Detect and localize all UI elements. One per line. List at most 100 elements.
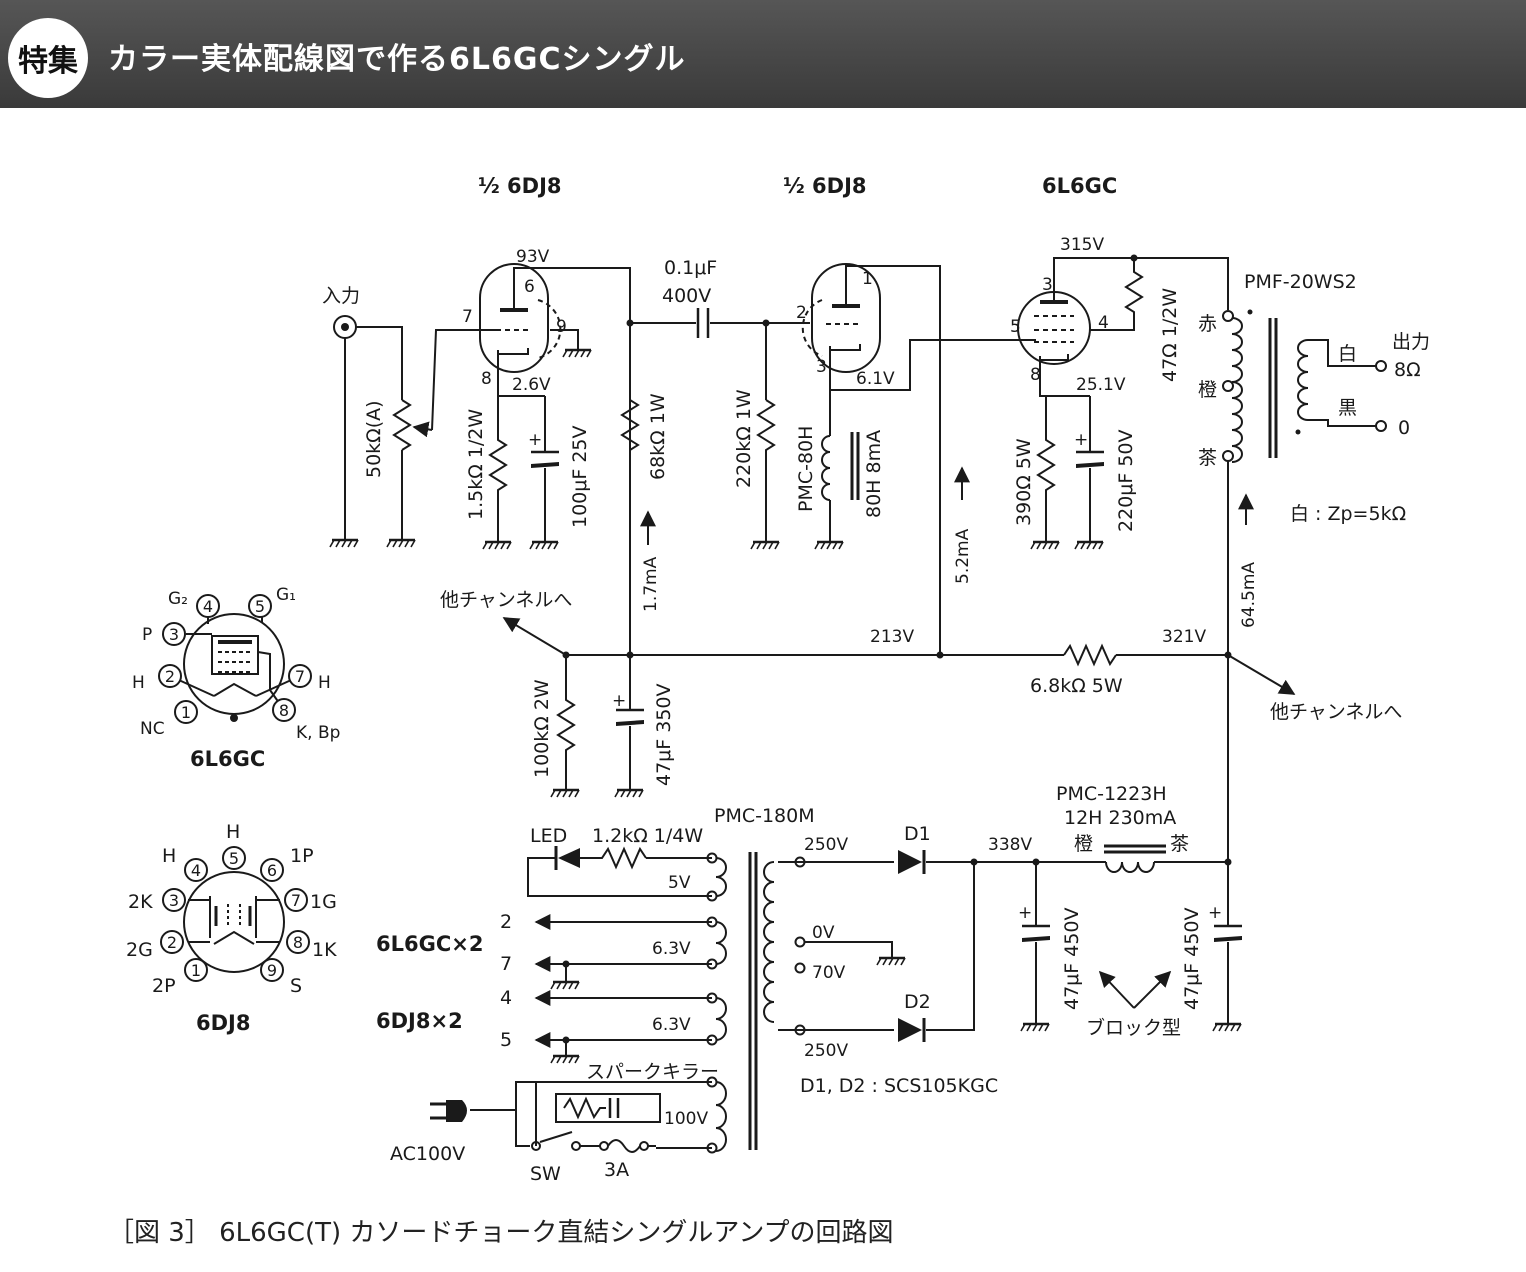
tube2-name: ½ 6DJ8	[783, 174, 867, 198]
other-channel-left: 他チャンネルへ	[440, 589, 572, 611]
header-title: カラー実体配線図で作る6L6GCシングル	[108, 42, 686, 77]
t3-pin5: 5	[1010, 317, 1021, 337]
r-k3-label: 390Ω 5W	[1013, 438, 1035, 526]
pin-circle	[160, 930, 184, 954]
pin-number: 7	[291, 891, 301, 910]
c-f2-plus: +	[1208, 903, 1222, 923]
v1-plate-voltage: 93V	[516, 247, 550, 267]
heater2-voltage: 6.3V	[652, 1015, 691, 1035]
v2-cathode-voltage: 6.1V	[856, 369, 895, 389]
pin-circle	[260, 858, 284, 882]
choke1-symbol	[821, 390, 860, 542]
primary-100v: 100V	[664, 1109, 708, 1129]
t3-pin3: 3	[1042, 275, 1053, 295]
v1-cathode-voltage: 2.6V	[512, 375, 551, 395]
6dj8-name-h-left: H	[162, 845, 176, 867]
current2-label: 5.2mA	[953, 528, 973, 584]
pin-circle	[288, 664, 312, 688]
pin-circle	[174, 700, 198, 724]
t3-pin4: 4	[1098, 313, 1109, 333]
heater-pin-5: 5	[500, 1029, 512, 1051]
led-label: LED	[530, 825, 567, 847]
t2-pin2: 2	[796, 303, 807, 323]
c-f2-label: 47μF 450V	[1181, 908, 1203, 1011]
figure-caption: ［図 3］ 6L6GC(T) カソードチョーク直結シングルアンプの回路図	[108, 1218, 894, 1248]
choke2-name: PMC-1223H	[1056, 783, 1167, 805]
r-grid2-label: 220kΩ 1W	[733, 389, 755, 488]
c-k1-label: 100μF 25V	[569, 426, 591, 529]
b338-voltage: 338V	[988, 835, 1032, 855]
choke1-name: PMC-80H	[795, 426, 817, 512]
b213-voltage: 213V	[870, 627, 914, 647]
v3-plate-voltage: 315V	[1060, 235, 1104, 255]
pt-name: PMC-180M	[714, 805, 815, 827]
pin-number: 2	[165, 667, 175, 686]
spark-killer	[563, 1096, 620, 1120]
t2-pin3: 3	[816, 357, 827, 377]
pin-circle	[260, 958, 284, 982]
pin-number: 2	[167, 933, 177, 952]
power-transformer-core	[748, 852, 758, 1150]
c-k3-plus: +	[1074, 430, 1088, 450]
6l6-name-p: P	[142, 625, 152, 645]
6dj8-name-1p: 1P	[290, 845, 314, 867]
input-label: 入力	[322, 285, 360, 307]
v3-cathode-voltage: 25.1V	[1076, 375, 1126, 395]
header-bar: 特集 カラー実体配線図で作る6L6GCシングル	[0, 0, 1526, 108]
c-k1-plus: +	[528, 430, 542, 450]
volume-pot	[385, 399, 433, 549]
r-drop-label: 6.8kΩ 5W	[1030, 675, 1123, 697]
pin-number: 5	[255, 597, 265, 616]
r-k1-label: 1.5kΩ 1/2W	[465, 409, 487, 520]
pinout-6l6gc-title: 6L6GC	[190, 747, 265, 771]
6dj8-name-2g: 2G	[126, 939, 153, 961]
choke2-brown: 茶	[1170, 833, 1189, 855]
pin-circle	[286, 930, 310, 954]
impedance-label: 白 : Zp=5kΩ	[1290, 503, 1406, 525]
6dj8-name-1g: 1G	[310, 891, 337, 913]
6dj8-name-h-top: H	[226, 821, 240, 843]
choke2-symbol	[1104, 844, 1166, 873]
diode-d2	[898, 1018, 926, 1042]
6l6-name-h1: H	[132, 673, 145, 693]
cap-value: 0.1μF	[664, 257, 717, 279]
t1-pin9: 9	[556, 317, 567, 337]
c-b1-label: 47μF 350V	[653, 684, 675, 787]
6dj8-name-s: S	[290, 975, 302, 997]
heater-pin-7: 7	[500, 953, 512, 975]
output-title: 出力	[1392, 331, 1430, 353]
pin-number: 6	[267, 861, 277, 880]
pin-circle	[284, 888, 308, 912]
c-f1-label: 47μF 450V	[1061, 908, 1083, 1011]
c-k3-label: 220μF 50V	[1115, 430, 1137, 533]
heater-pin-2: 2	[500, 911, 512, 933]
pin-circle	[158, 664, 182, 688]
t2-pin1: 1	[862, 269, 873, 289]
pin-number: 7	[295, 667, 305, 686]
c-b1-plus: +	[612, 691, 626, 711]
ac-plug-icon	[430, 1100, 467, 1122]
pin-circle	[184, 958, 208, 982]
t1-pin6: 6	[524, 277, 535, 297]
c-f1-plus: +	[1018, 903, 1032, 923]
opt-black: 黒	[1338, 397, 1357, 419]
pin-circle	[162, 888, 186, 912]
ac-input-label: AC100V	[390, 1143, 465, 1165]
other-channel-right: 他チャンネルへ	[1270, 701, 1402, 723]
6l6-name-nc: NC	[140, 719, 165, 739]
power-switch[interactable]	[531, 1131, 581, 1151]
opt-red: 赤	[1198, 313, 1217, 335]
r-bleed-label: 100kΩ 2W	[531, 679, 553, 778]
r-led-label: 1.2kΩ 1/4W	[592, 825, 703, 847]
opt-brown: 茶	[1198, 447, 1217, 469]
led-icon	[554, 846, 580, 870]
cap-voltage: 400V	[662, 285, 711, 307]
fuse-label: 3A	[604, 1159, 629, 1181]
6l6-name-k: K, Bp	[296, 723, 340, 743]
pin-circle	[272, 698, 296, 722]
d2-label: D2	[904, 991, 931, 1013]
6dj8-name-2k: 2K	[128, 891, 153, 913]
output-8ohm: 8Ω	[1394, 359, 1421, 381]
